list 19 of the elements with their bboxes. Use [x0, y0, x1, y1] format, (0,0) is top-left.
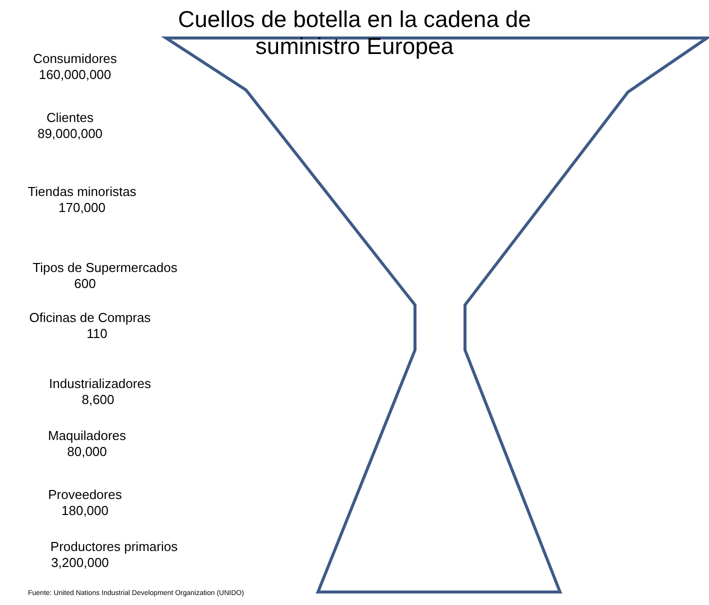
- count-label: 180,000: [62, 503, 108, 518]
- count-label: 89,000,000: [37, 126, 103, 141]
- count-label: 600: [74, 276, 96, 291]
- level-label: Productores primarios: [50, 539, 178, 554]
- level-label: Clientes: [46, 110, 94, 125]
- count-label: 170,000: [58, 200, 106, 215]
- level-label: Consumidores: [33, 51, 117, 66]
- count-label: 110: [86, 326, 108, 341]
- level-label: Tipos de Supermercados: [32, 260, 178, 275]
- count-label: 8,600: [82, 392, 114, 407]
- diagram-title: Cuellos de botella en la cadena de suministro Europea: [177, 6, 532, 60]
- level-label: Maquiladores: [48, 428, 126, 443]
- count-label: 3,200,000: [51, 555, 109, 570]
- count-label: 160,000,000: [38, 67, 112, 82]
- level-label: Oficinas de Compras: [29, 310, 151, 325]
- count-label: 80,000: [67, 444, 107, 459]
- level-label: Proveedores: [48, 487, 122, 502]
- level-label: Industrializadores: [49, 376, 151, 391]
- level-label: Tiendas minoristas: [28, 184, 136, 199]
